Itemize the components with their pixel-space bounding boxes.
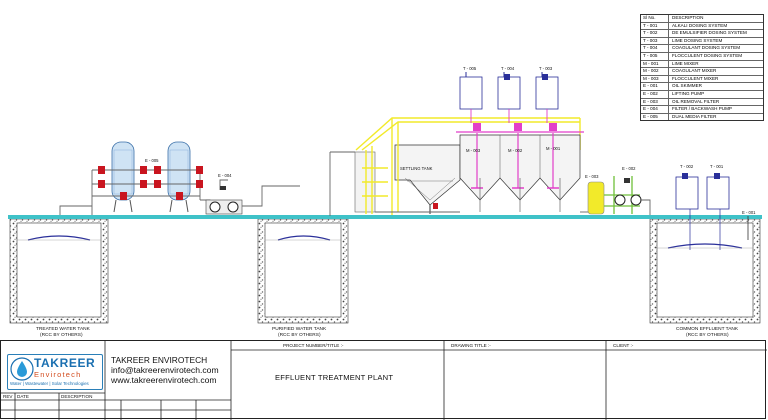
legend-no: E - 005 [641, 113, 669, 121]
legend-desc: OIL REMOVAL FILTER [672, 98, 720, 104]
water-drop-icon [10, 357, 34, 381]
legend-no: T - 003 [641, 37, 669, 45]
legend-desc: LIFTING PUMP [672, 90, 705, 96]
settling-tank-label: SETTLING TANK [400, 166, 433, 171]
treated-water-tank [9, 218, 109, 324]
legend-no: T - 001 [641, 22, 669, 30]
reaction-tanks: M - 003 M - 002 M - 001 [456, 123, 584, 212]
oil-skimmer: E - 001 [742, 210, 756, 240]
logo-sub: Envirotech [34, 370, 82, 379]
legend-desc: FILTER / BACKWASH PUMP [672, 106, 732, 112]
purified-tank-label: PURIFIED WATER TANK [272, 326, 327, 332]
tag-e001: E - 001 [742, 210, 756, 215]
tag-t003: T - 003 [539, 66, 553, 71]
legend-desc: LIME MIXER [672, 60, 699, 66]
company-name: TAKREER ENVIROTECH [111, 355, 208, 365]
company-email[interactable]: info@takreerenvirotech.com [111, 365, 219, 375]
legend-header-desc: DESCRIPTION [672, 15, 704, 20]
legend-no: T - 002 [641, 30, 669, 37]
drawing-title-label: DRAWING TITLE :- [451, 343, 491, 348]
legend-header-no: Sl No. [641, 15, 669, 22]
dual-media-filter [111, 141, 135, 213]
legend-no: E - 003 [641, 98, 669, 106]
client-label: CLIENT :- [613, 343, 634, 348]
treated-tank-label: TREATED WATER TANK [36, 326, 91, 332]
legend-desc: COAGULANT MIXER [672, 68, 717, 74]
legend-no: M - 002 [641, 68, 669, 75]
purified-water-tank [257, 218, 349, 324]
legend-no: T - 005 [641, 52, 669, 60]
tag-t004: T - 004 [501, 66, 515, 71]
effluent-tank-label: COMMON EFFLUENT TANK [676, 326, 739, 332]
project-title: EFFLUENT TREATMENT PLANT [275, 373, 394, 382]
dosing-tanks-lower: T - 002 T - 001 [675, 164, 730, 250]
tag-m003: M - 003 [466, 148, 481, 153]
legend-desc: FLOCCULENT MIXER [672, 75, 719, 81]
common-effluent-tank [649, 218, 761, 324]
dual-media-filter-group: E - 005 [91, 141, 203, 215]
legend-no: E - 004 [641, 106, 669, 113]
tag-e004: E - 004 [218, 173, 232, 178]
logo-name: TAKREER [34, 356, 96, 370]
lifting-pumps: E - 002 [604, 166, 651, 215]
purified-tank-sublabel: (RCC BY OTHERS) [278, 332, 321, 338]
company-logo: TAKREER Envirotech Water | Wastewater | … [7, 354, 103, 390]
access-ladder [355, 117, 581, 215]
legend-no: T - 004 [641, 45, 669, 52]
title-block: TAKREER Envirotech Water | Wastewater | … [0, 340, 767, 420]
date-label: DATE [17, 394, 29, 399]
legend-desc: LIME DOSING SYSTEM [672, 37, 723, 43]
oil-removal-filter: E - 003 [585, 174, 605, 215]
legend-no: M - 003 [641, 75, 669, 83]
tag-t001: T - 001 [710, 164, 724, 169]
description-label: DESCRIPTION [61, 394, 93, 399]
legend-desc: OIL SKIMMER [672, 83, 702, 89]
backwash-pumps: E - 004 [205, 173, 243, 215]
legend-desc: ALKALI DOSING SYSTEM [672, 22, 728, 28]
legend-no: M - 001 [641, 60, 669, 68]
tag-e005: E - 005 [145, 158, 159, 163]
logo-tagline: Water | Wastewater | Solar Technologies [10, 381, 89, 386]
company-website[interactable]: www.takreerenvirotech.com [111, 375, 217, 385]
tag-m001: M - 001 [546, 146, 561, 151]
treated-tank-sublabel: (RCC BY OTHERS) [40, 332, 83, 338]
tag-t005: T - 005 [463, 66, 477, 71]
process-flow-diagram: E - 005 E - 004 SETTLING TANK [8, 66, 762, 338]
legend-header: Sl No. DESCRIPTION [641, 15, 763, 23]
effluent-tank-sublabel: (RCC BY OTHERS) [686, 332, 729, 338]
settling-tank: SETTLING TANK [329, 144, 461, 216]
ground-level [8, 215, 762, 219]
rev-label: REV [3, 394, 13, 399]
tag-m002: M - 002 [508, 148, 523, 153]
tag-e003: E - 003 [585, 174, 599, 179]
legend-desc: FLOCCULENT DOSING SYSTEM [672, 52, 743, 58]
title-block-grid [1, 341, 767, 420]
legend-desc: DUAL MEDIA FILTER [672, 113, 717, 119]
dosing-tanks-upper: T - 005 T - 004 T - 003 [459, 66, 559, 123]
legend-no: E - 002 [641, 90, 669, 98]
dual-media-filter [167, 141, 191, 213]
tag-e002: E - 002 [622, 166, 636, 171]
project-number-label: PROJECT NUMBER/TITLE :- [283, 343, 344, 348]
legend-no: E - 001 [641, 83, 669, 90]
tag-t002: T - 002 [680, 164, 694, 169]
legend-desc: COAGULANT DOSING SYSTEM [672, 45, 741, 51]
legend-desc: DE EMULSIFIER DOSING SYSTEM [672, 30, 747, 36]
